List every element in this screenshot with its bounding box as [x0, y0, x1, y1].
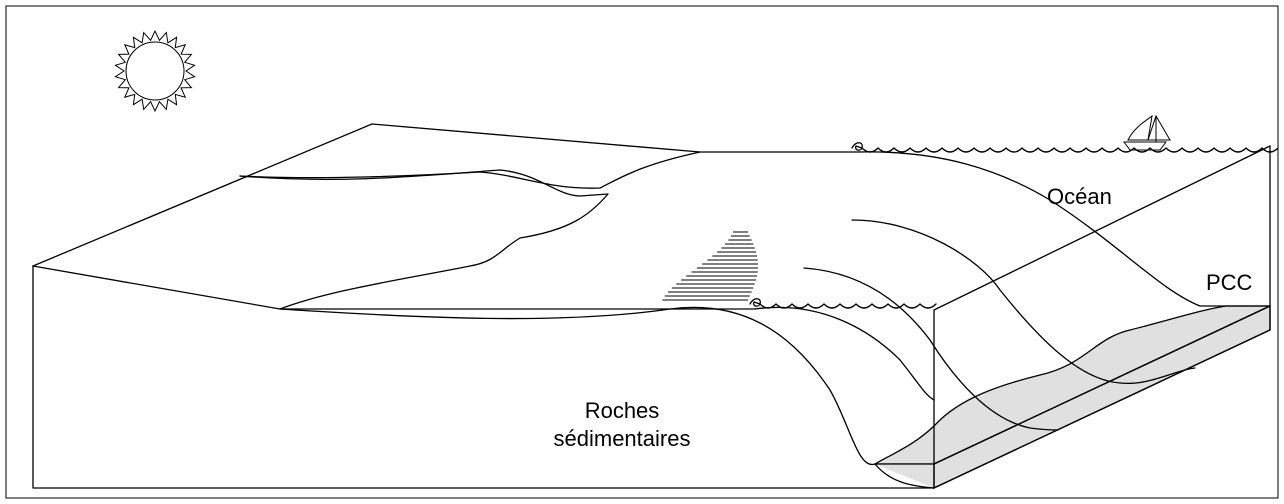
upper-shoreline [240, 170, 608, 309]
sediment-hatching [662, 232, 758, 300]
sailboat-icon [1124, 116, 1170, 150]
rocks-label-line2: sédimentaires [554, 426, 691, 451]
rocks-label-line1: Roches [585, 398, 660, 423]
figure-frame [6, 6, 1278, 498]
upper-beach [240, 152, 700, 188]
front-profile [33, 266, 934, 488]
block-front-face [33, 266, 934, 488]
pcc-label: PCC [1206, 270, 1253, 295]
slope-curve-4 [755, 307, 934, 400]
pcc-basement-front [875, 464, 934, 488]
pcc-mid-line [934, 306, 1270, 464]
sun-icon [115, 31, 194, 111]
lower-sea-waves [750, 299, 936, 308]
ocean-label: Océan [1047, 184, 1112, 209]
upper-sea-waves [852, 143, 1278, 152]
